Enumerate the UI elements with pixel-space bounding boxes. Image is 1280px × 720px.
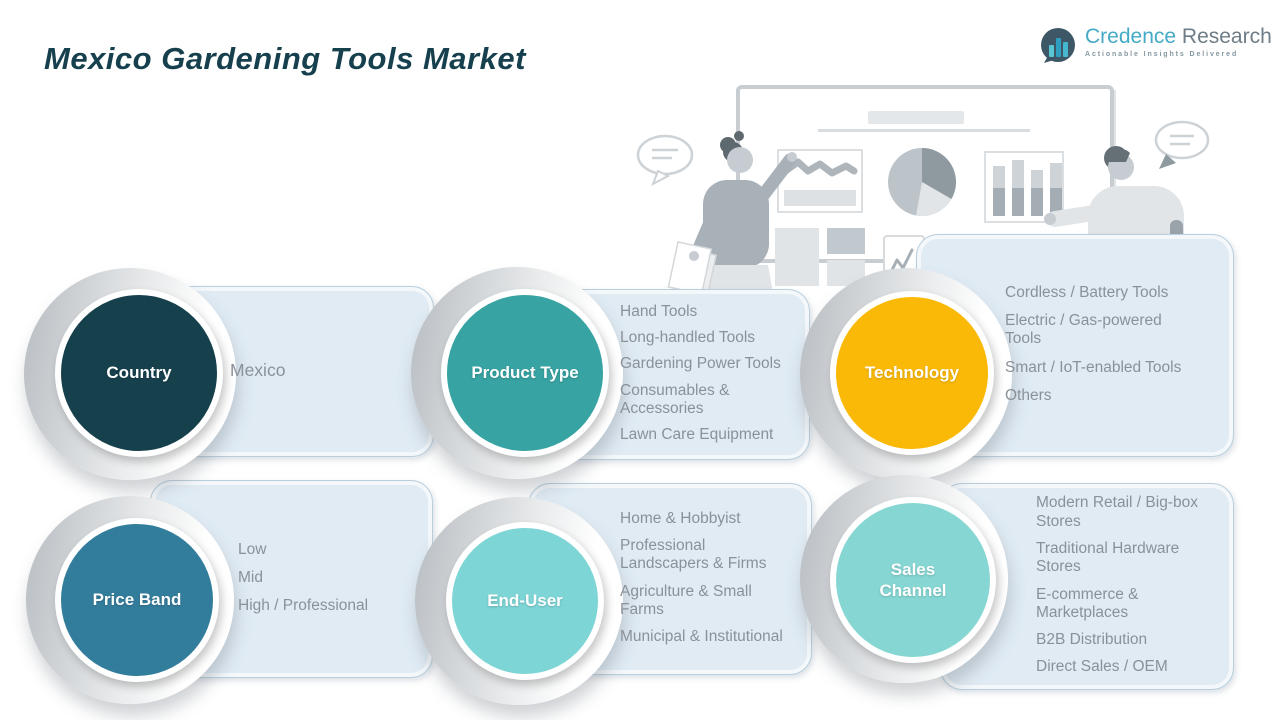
segment-items: Cordless / Battery Tools Electric / Gas-… <box>1005 234 1227 455</box>
segment-item: Low <box>238 540 267 558</box>
page-title: Mexico Gardening Tools Market <box>44 40 526 76</box>
segment-item: Others <box>1005 386 1052 404</box>
logo-name: Credence Research <box>1085 25 1272 48</box>
document-blocks <box>775 228 865 286</box>
segment-item: B2B Distribution <box>1036 631 1148 649</box>
segment-circle: Country <box>55 289 223 457</box>
segment-items: Home & Hobbyist Professional Landscapers… <box>620 483 808 673</box>
segment-items: Modern Retail / Big-box Stores Tradition… <box>1036 483 1230 688</box>
segment-item: Municipal & Institutional <box>620 628 783 646</box>
segment-item: Smart / IoT-enabled Tools <box>1005 358 1182 376</box>
segment-item: Mid <box>238 568 263 586</box>
bar-chart-icon <box>984 151 1064 223</box>
segment-label: Product Type <box>471 363 579 383</box>
segment-circle: Technology <box>830 291 994 455</box>
segment-circle: End-User <box>446 522 604 680</box>
segment-circle: Product Type <box>441 289 609 457</box>
segment-item: High / Professional <box>238 597 369 615</box>
segment-item: Lawn Care Equipment <box>620 426 774 444</box>
segment-item: Cordless / Battery Tools <box>1005 283 1169 301</box>
line-chart-icon <box>777 149 863 213</box>
segment-circle: Price Band <box>55 518 219 682</box>
segment-item: Gardening Power Tools <box>620 355 781 373</box>
segment-item: Modern Retail / Big-box Stores <box>1036 494 1198 530</box>
segment-item: Long-handled Tools <box>620 328 756 346</box>
segment-label: Country <box>106 363 172 383</box>
bar-chart-circle-icon <box>1041 28 1075 63</box>
segment-item: Traditional Hardware Stores <box>1036 539 1180 576</box>
credence-research-logo: Credence Research Actionable Insights De… <box>1038 26 1272 66</box>
segment-circle: Sales Channel <box>830 497 996 663</box>
segment-label: End-User <box>487 591 563 611</box>
segment-item: Hand Tools <box>620 302 698 320</box>
segment-items: Low Mid High / Professional <box>238 480 424 676</box>
segment-label: Price Band <box>92 590 182 610</box>
segment-item: E-commerce & Marketplaces <box>1036 585 1139 621</box>
speech-bubble-icon <box>636 134 694 187</box>
speech-bubble-icon <box>1154 120 1210 169</box>
segment-label: Sales Channel <box>879 559 947 600</box>
segment-item: Mexico <box>230 360 286 381</box>
segment-item: Professional Landscapers & Firms <box>620 536 767 573</box>
segment-label: Technology <box>864 363 960 383</box>
segment-item: Consumables & Accessories <box>620 381 730 417</box>
segment-items: Hand Tools Long-handled Tools Gardening … <box>620 289 806 458</box>
segment-items: Mexico <box>230 286 425 455</box>
segment-item: Electric / Gas-powered Tools <box>1005 312 1162 348</box>
pie-chart-icon <box>888 148 956 217</box>
segment-item: Direct Sales / OEM <box>1036 658 1168 676</box>
presenter-woman <box>667 131 797 310</box>
logo-tagline: Actionable Insights Delivered <box>1085 51 1239 58</box>
segment-item: Home & Hobbyist <box>620 509 741 527</box>
segment-item: Agriculture & Small Farms <box>620 582 752 618</box>
